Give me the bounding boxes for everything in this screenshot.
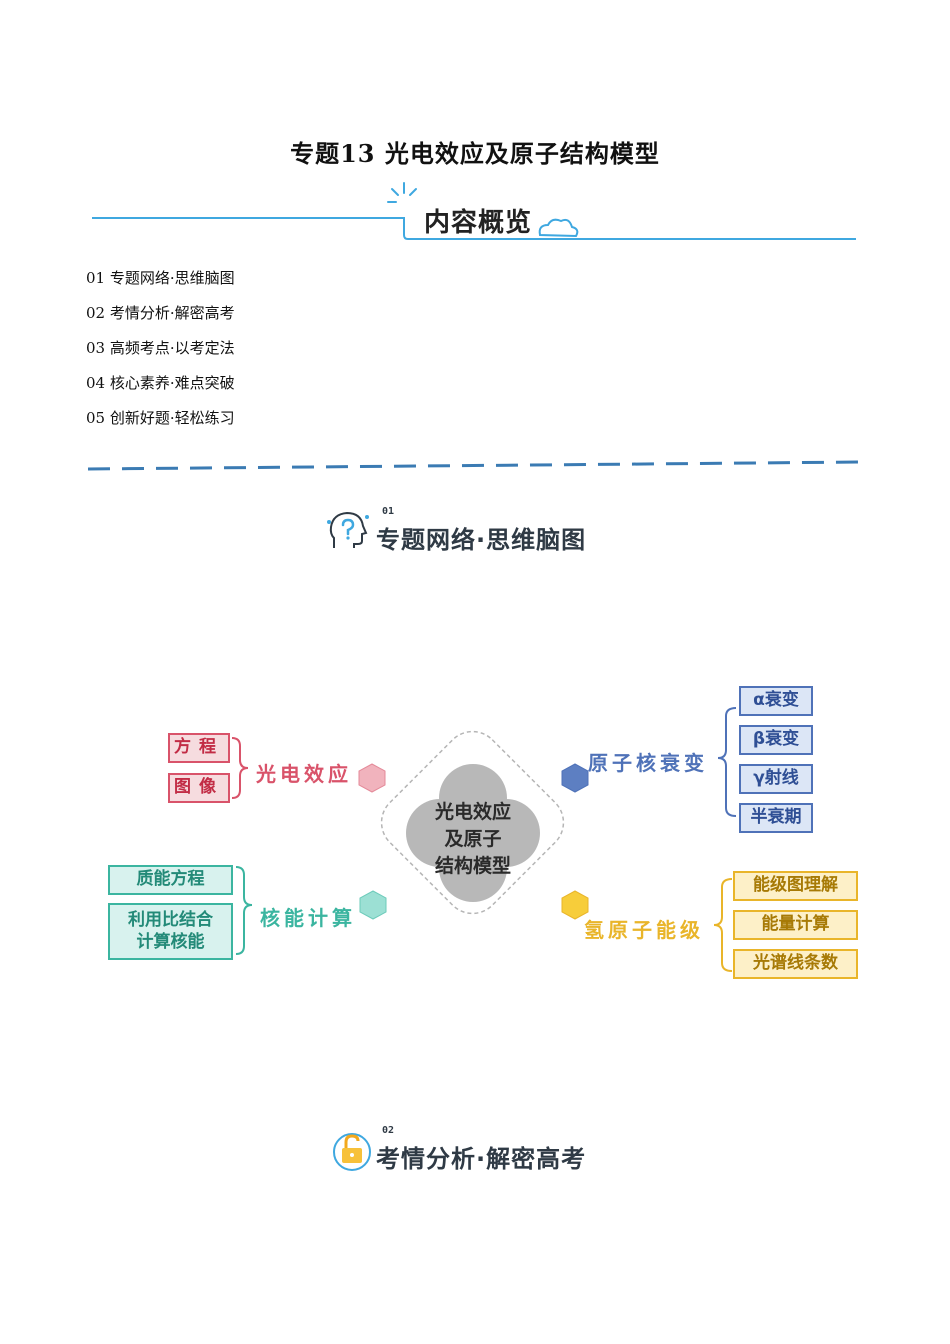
center-line-1: 光电效应 [434,801,511,823]
section-number: 01 [382,506,395,517]
overview-heading: 内容概览 [424,208,533,238]
center-line-3: 结构模型 [434,855,511,877]
hydrogen-item: 光谱线条数 [733,949,858,979]
photoelectric-item: 图像 [168,773,230,803]
nuclear-energy-brace [235,866,253,955]
photoelectric-brace [231,737,249,799]
center-dashed-frame [380,730,565,915]
branch-nuclear-decay: 原子核衰变 [588,751,708,775]
photoelectric-item: 方程 [168,733,230,763]
decay-item: γ射线 [739,764,813,794]
center-line-2: 及原子 [444,828,502,850]
decay-item: 半衰期 [739,803,813,833]
branch-hydrogen-levels: 氢原子能级 [584,918,704,942]
section-number: 02 [382,1125,395,1136]
dashed-divider [87,460,865,471]
decay-brace [717,707,737,817]
hydrogen-item: 能级图理解 [733,871,858,901]
nuclear-energy-item: 质能方程 [108,865,233,895]
branch-photoelectric: 光电效应 [256,762,352,786]
center-blob [406,764,540,902]
toc-item[interactable]: 04 核心素养·难点突破 [86,374,235,392]
document-title: 专题13 光电效应及原子结构模型 [290,139,660,168]
section-title: 考情分析·解密高考 [376,1145,587,1173]
decay-item: β衰变 [739,725,813,755]
branch-nuclear-energy: 核能计算 [260,906,356,930]
photoelectric-hexagon [358,763,386,793]
nuclear-energy-item: 利用比结合计算核能 [108,903,233,960]
hydrogen-hexagon [561,890,589,920]
nuclear-energy-hexagon [359,890,387,920]
toc-item[interactable]: 02 考情分析·解密高考 [86,304,235,322]
unlock-icon [333,1133,371,1171]
section-title: 专题网络·思维脑图 [376,526,587,554]
toc-item[interactable]: 05 创新好题·轻松练习 [86,409,235,427]
cloud-icon [538,218,579,238]
overview-header-decoration [92,182,856,240]
decay-item: α衰变 [739,686,813,716]
center-node: 光电效应 及原子 结构模型 [413,799,533,880]
head-question-icon [327,511,369,548]
sparkle-icon [387,182,417,203]
hydrogen-brace [713,878,733,972]
mindmap-diagram [231,707,737,972]
toc-item[interactable]: 03 高频考点·以考定法 [86,339,235,357]
decay-hexagon [561,763,589,793]
toc-item[interactable]: 01 专题网络·思维脑图 [86,269,235,287]
hydrogen-item: 能量计算 [733,910,858,940]
